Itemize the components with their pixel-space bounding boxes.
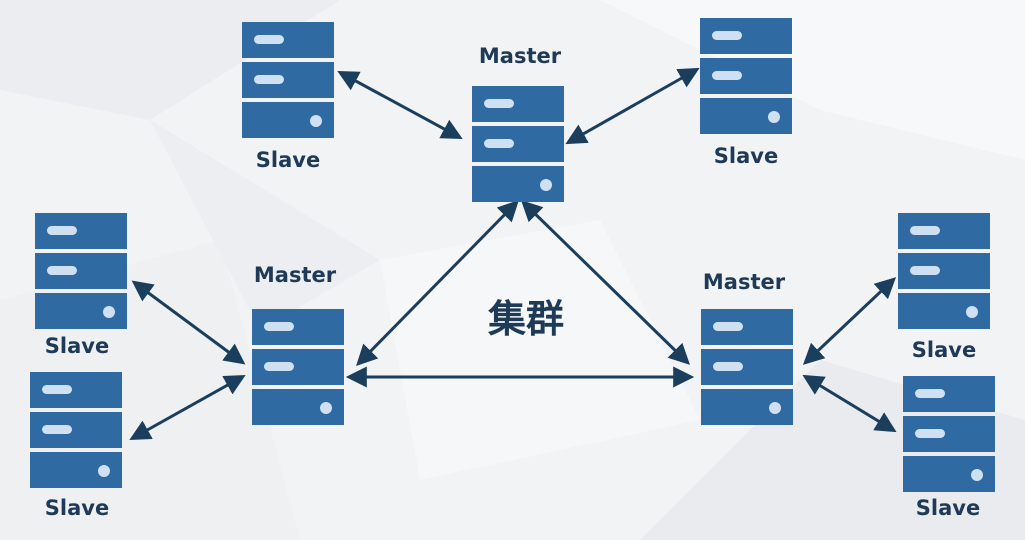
master-server-left [252,309,344,425]
slave-label-3: Slave [44,334,110,358]
master-label-left: Master [253,263,337,287]
slave-server-2 [700,18,792,134]
slave-label-4: Slave [44,496,110,520]
cluster-label: 集群 [487,297,564,341]
master-server-right [701,309,793,425]
slave-server-6 [903,376,995,492]
slave-server-4 [30,372,122,488]
link-m1-s2 [565,67,700,145]
slave-label-5: Slave [911,338,977,362]
link-m3-s6 [802,374,897,433]
link-m2-s4 [129,374,246,441]
link-m1-m2 [356,200,519,366]
master-server-top [472,86,564,202]
link-m1-m3 [520,200,691,365]
link-m2-s3 [131,280,246,365]
master-label-top: Master [478,44,562,68]
slave-label-6: Slave [915,496,981,520]
slave-server-3 [35,213,127,329]
slave-label-2: Slave [713,144,779,168]
slave-label-1: Slave [255,148,321,172]
link-m1-s1 [337,70,463,140]
slave-server-1 [242,22,334,138]
slave-server-5 [898,213,990,329]
master-label-right: Master [702,270,786,294]
link-m3-s5 [802,277,897,365]
